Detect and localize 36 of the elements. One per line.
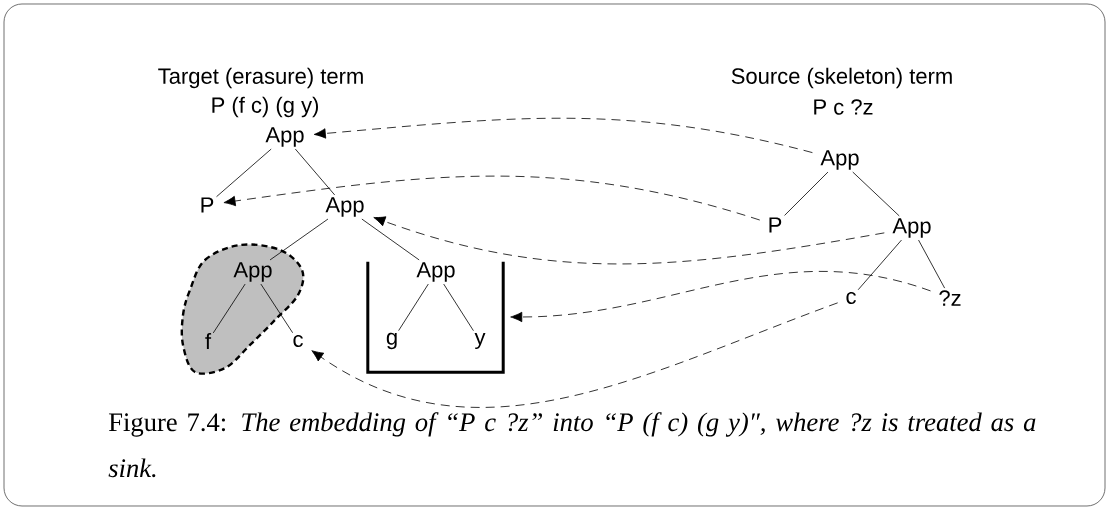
tree-node-label: c bbox=[293, 334, 303, 347]
tree-node-label: ?z bbox=[939, 290, 961, 306]
tree-node-label: App bbox=[325, 197, 364, 217]
tree-branch bbox=[857, 239, 902, 291]
tree-branch bbox=[398, 283, 429, 331]
tree-node-label: App bbox=[265, 127, 304, 147]
tree-branch bbox=[212, 283, 246, 334]
tree-branch bbox=[361, 218, 420, 261]
mapping-arrow bbox=[313, 117, 813, 153]
caption: Figure 7.4: The embedding of “P c ?z” into “P (f c) (g y)″, where ?z is treated as a sink. bbox=[108, 412, 1036, 478]
tree-node-label: App bbox=[233, 262, 272, 282]
tree-node-label: App bbox=[416, 262, 455, 282]
heading: P (f c) (g y) bbox=[212, 96, 318, 118]
mapping-arrow bbox=[510, 271, 931, 323]
tree-node-label: P bbox=[769, 217, 782, 233]
heading: P c ?z bbox=[814, 99, 873, 115]
tree-node-label: App bbox=[820, 150, 859, 170]
heading: Source (skeleton) term bbox=[731, 67, 952, 89]
sink-container bbox=[366, 261, 505, 374]
tree-branch bbox=[260, 283, 294, 334]
tree-branch bbox=[443, 283, 474, 332]
tree-branch bbox=[294, 148, 336, 196]
tree-branch bbox=[216, 148, 272, 198]
mapping-arrow bbox=[373, 216, 885, 265]
tree-node-label: c bbox=[846, 291, 856, 304]
tree-branch bbox=[918, 239, 946, 289]
tree-node-label: App bbox=[892, 218, 931, 238]
heading: Target (erasure) term bbox=[158, 67, 363, 89]
tree-branch bbox=[852, 171, 900, 217]
mapping-arrow bbox=[311, 302, 839, 408]
tree-node-label: f bbox=[205, 333, 212, 349]
tree-node-label: g bbox=[386, 332, 397, 350]
tree-node-label: P bbox=[201, 197, 214, 213]
tree-branch bbox=[784, 171, 829, 216]
tree-node-label: y bbox=[474, 332, 486, 350]
mapping-arrow bbox=[223, 175, 761, 221]
